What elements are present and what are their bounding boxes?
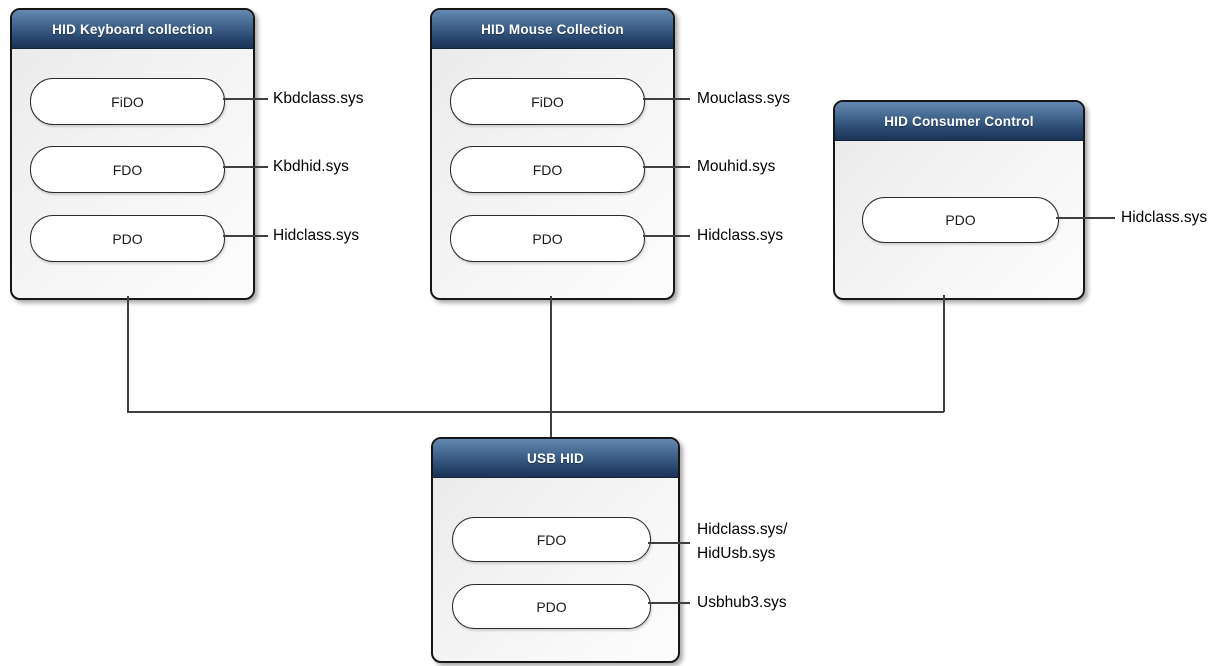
stack-box-hid-consumer-control: HID Consumer Control PDO (833, 100, 1085, 300)
pill-label: FDO (536, 531, 567, 548)
connector-bus-horizontal (127, 411, 944, 413)
pill-label: PDO (112, 230, 143, 247)
box-header: USB HID (433, 439, 678, 478)
device-object-fdo: FDO (452, 517, 651, 562)
driver-label-mouhid: Mouhid.sys (697, 158, 776, 175)
driver-label-hidclass-hidusb: Hidclass.sys/ HidUsb.sys (697, 521, 788, 562)
leader-line (643, 235, 690, 237)
driver-label-kbdhid: Kbdhid.sys (273, 158, 349, 175)
pill-label: PDO (945, 212, 976, 228)
device-object-fido: FiDO (450, 78, 645, 125)
box-header: HID Mouse Collection (432, 10, 673, 49)
connector-consumer-to-bus (943, 295, 945, 412)
device-object-fdo: FDO (450, 146, 645, 193)
driver-label-mouclass: Mouclass.sys (697, 90, 791, 107)
connector-keyboard-to-bus (127, 296, 129, 412)
driver-label-usbhub3: Usbhub3.sys (697, 594, 787, 611)
box-title: USB HID (527, 450, 584, 466)
pill-label: FDO (532, 161, 563, 178)
pill-label: PDO (532, 230, 563, 247)
device-object-fdo: FDO (30, 146, 225, 193)
driver-label-kbdclass: Kbdclass.sys (273, 90, 364, 107)
pill-label: PDO (536, 598, 567, 615)
pill-label: FiDO (531, 93, 564, 110)
device-object-pdo: PDO (450, 215, 645, 262)
leader-line (223, 98, 268, 100)
leader-line (648, 602, 690, 604)
pill-label: FDO (112, 161, 143, 178)
box-title: HID Keyboard collection (52, 21, 213, 37)
leader-line (643, 166, 690, 168)
stack-box-hid-mouse-collection: HID Mouse Collection FiDO FDO PDO (430, 8, 675, 300)
device-object-pdo: PDO (452, 584, 651, 629)
box-header: HID Consumer Control (835, 102, 1083, 141)
stack-box-hid-keyboard-collection: HID Keyboard collection FiDO FDO PDO (10, 8, 255, 300)
leader-line (1056, 217, 1115, 219)
leader-line (223, 235, 268, 237)
driver-label-hidclass: Hidclass.sys (697, 227, 784, 244)
connector-mouse-to-usbhid (550, 296, 552, 437)
leader-line (648, 542, 690, 544)
pill-label: FiDO (111, 93, 144, 110)
driver-label-hidclass: Hidclass.sys (1121, 209, 1208, 226)
leader-line (223, 166, 268, 168)
box-title: HID Mouse Collection (481, 21, 624, 37)
device-object-pdo: PDO (30, 215, 225, 262)
stack-box-usb-hid: USB HID FDO PDO (431, 437, 680, 663)
box-title: HID Consumer Control (884, 113, 1034, 129)
box-header: HID Keyboard collection (12, 10, 253, 49)
device-object-fido: FiDO (30, 78, 225, 125)
device-object-pdo: PDO (862, 197, 1059, 243)
driver-label-hidclass: Hidclass.sys (273, 227, 360, 244)
leader-line (643, 98, 690, 100)
